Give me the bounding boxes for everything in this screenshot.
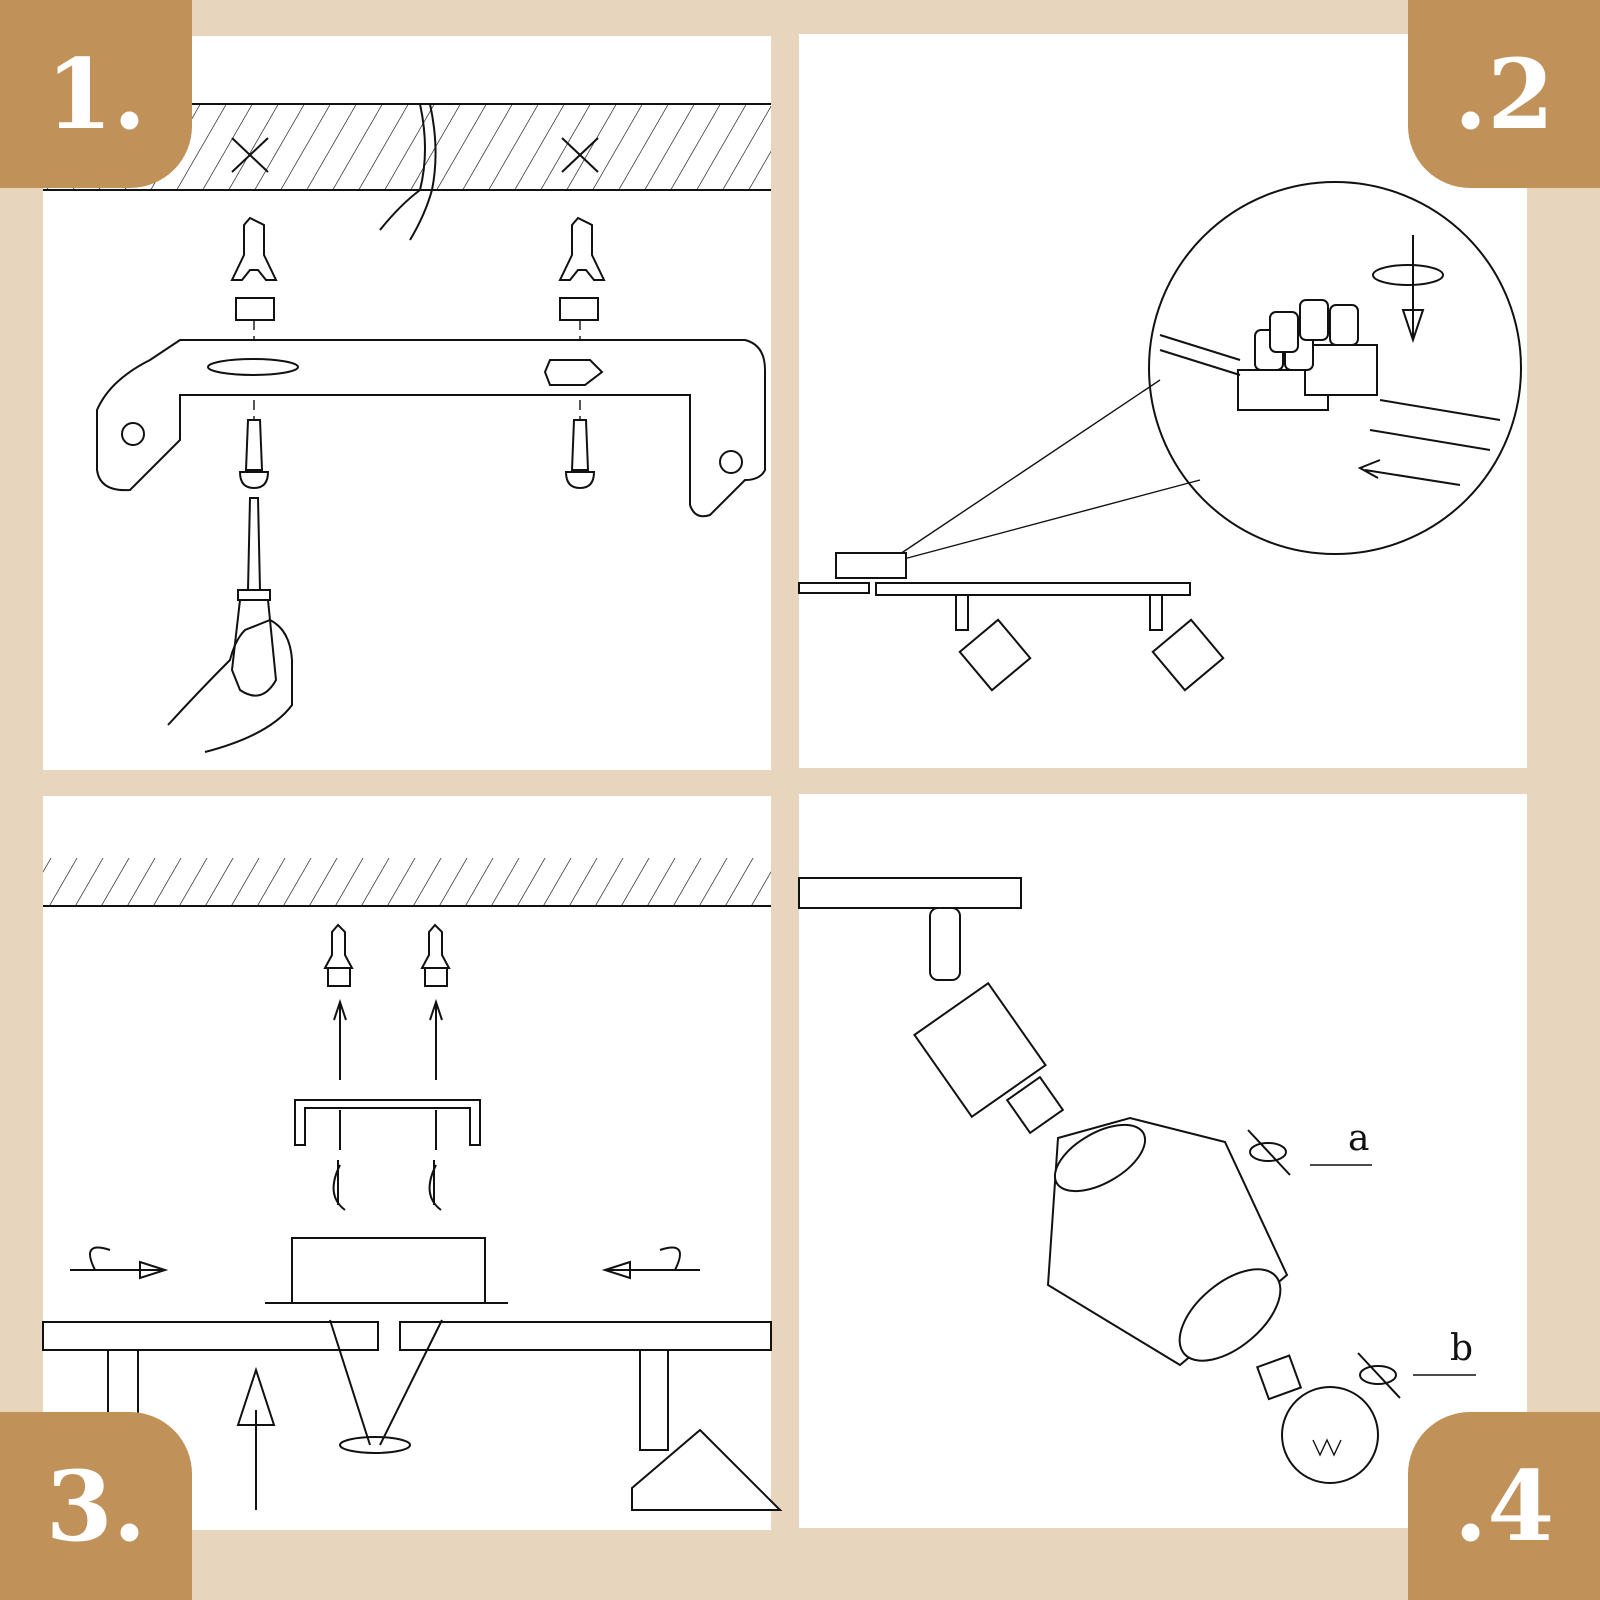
hand-icon xyxy=(167,618,293,753)
terminal-block-icon xyxy=(1159,299,1501,451)
part-label-a: a xyxy=(1348,1118,1370,1159)
up-arrow-icon xyxy=(236,1366,276,1510)
wall-plug-icon xyxy=(420,923,451,987)
canopy xyxy=(291,1237,486,1304)
spotlight-icon xyxy=(1149,594,1225,692)
screwdriver-icon xyxy=(230,497,278,697)
mounting-bracket xyxy=(96,339,766,518)
spotlight-icon xyxy=(955,594,1032,692)
rotate-icon xyxy=(339,1436,411,1454)
drill-mark-icon xyxy=(231,137,269,173)
screw-icon xyxy=(238,419,270,490)
screw-icon xyxy=(564,419,596,490)
insert-arrow-icon xyxy=(1357,459,1461,486)
up-arrow-icon xyxy=(429,998,443,1080)
wall-plug-icon xyxy=(323,923,354,987)
step-4-drawing xyxy=(798,877,1476,1484)
lamp-socket-thread xyxy=(1005,1075,1065,1135)
lamp-holder xyxy=(913,981,1047,1119)
step-badge-1: 1. xyxy=(0,0,192,188)
cable-icon xyxy=(379,103,437,241)
tighten-arrow-icon xyxy=(70,1246,169,1280)
wall-plug-icon xyxy=(558,216,606,321)
tighten-arrow-icon xyxy=(601,1246,700,1280)
step-badge-3: 3. xyxy=(0,1412,192,1600)
rotate-icon xyxy=(1357,1352,1401,1399)
rotate-icon xyxy=(1247,1129,1291,1176)
step-2-drawing xyxy=(798,181,1522,692)
light-bulb-icon xyxy=(1255,1354,1379,1484)
rotate-arrow-icon xyxy=(1372,235,1444,344)
drill-mark-icon xyxy=(561,137,599,173)
rotate-icon xyxy=(428,1160,442,1211)
step-badge-4: .4 xyxy=(1408,1412,1600,1600)
up-arrow-icon xyxy=(333,998,347,1080)
wall-plug-icon xyxy=(230,216,278,321)
rotate-icon xyxy=(332,1160,346,1211)
mounting-bracket xyxy=(294,1099,481,1146)
step-badge-2: .2 xyxy=(1408,0,1600,188)
part-label-b: b xyxy=(1450,1328,1474,1369)
